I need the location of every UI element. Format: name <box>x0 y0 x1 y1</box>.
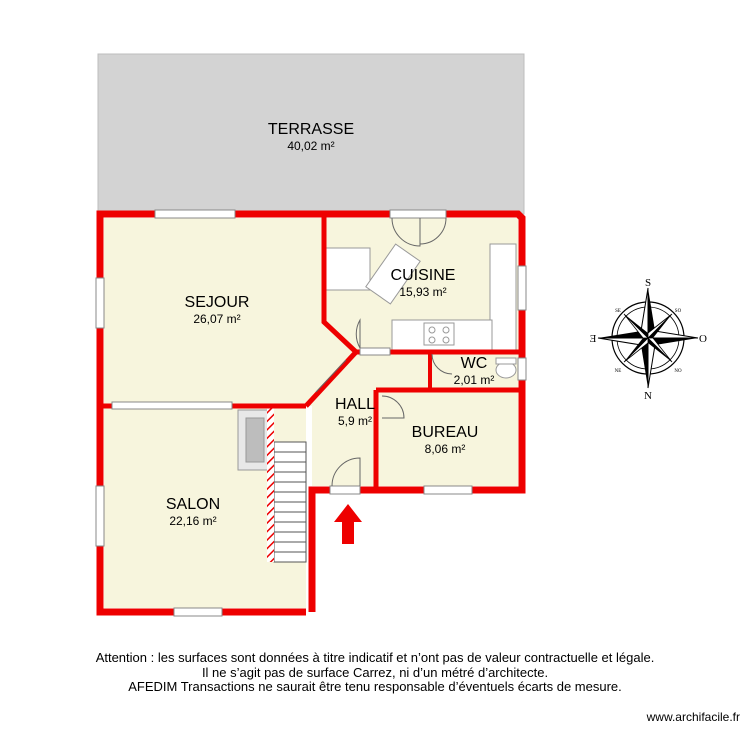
sejour-area: 26,07 m² <box>193 312 240 326</box>
cuisine-area: 15,93 m² <box>399 285 446 299</box>
bureau-name: BUREAU <box>412 424 479 441</box>
hall-area: 5,9 m² <box>338 414 372 428</box>
compass-east-label: E <box>589 333 596 345</box>
website-link[interactable]: www.archifacile.fr <box>646 710 740 724</box>
terrasse-area: 40,02 m² <box>287 139 334 153</box>
terrasse-name: TERRASSE <box>268 121 354 138</box>
compass-west-label: O <box>699 333 707 345</box>
compass-rose: S N O E SE SO NE NO <box>589 277 707 402</box>
compass-no-label: NO <box>674 369 682 374</box>
entrance-arrow <box>334 504 362 544</box>
fireplace <box>237 409 273 471</box>
disclaimer-line-3: AFEDIM Transactions ne saurait être tenu… <box>128 679 622 694</box>
cuisine-name: CUISINE <box>391 267 456 284</box>
salon-area: 22,16 m² <box>169 514 216 528</box>
compass-so-label: SO <box>675 309 682 314</box>
kitchen-fittings <box>325 243 517 351</box>
hall-name: HALL <box>335 396 375 413</box>
sejour-name: SEJOUR <box>185 294 250 311</box>
compass-north-label: N <box>644 390 652 402</box>
disclaimer-line-1: Attention : les surfaces sont données à … <box>95 650 655 665</box>
disclaimer-line-2: Il ne s’agit pas de surface Carrez, ni d… <box>201 665 549 680</box>
windows <box>95 209 527 617</box>
staircase <box>273 441 307 563</box>
compass-ne-label: NE <box>615 369 622 374</box>
door-swings <box>315 217 453 487</box>
staircase-wall <box>267 406 274 562</box>
wc-fixtures <box>495 357 517 379</box>
terrace-area <box>97 53 525 215</box>
bureau-area: 8,06 m² <box>425 442 466 456</box>
room-labels: TERRASSE 40,02 m² CUISINE 15,93 m² SEJOU… <box>166 121 494 528</box>
wc-name: WC <box>461 355 488 372</box>
compass-se-label: SE <box>615 309 621 314</box>
salon-name: SALON <box>166 496 220 513</box>
compass-south-label: S <box>645 277 651 289</box>
wc-area: 2,01 m² <box>454 373 495 387</box>
